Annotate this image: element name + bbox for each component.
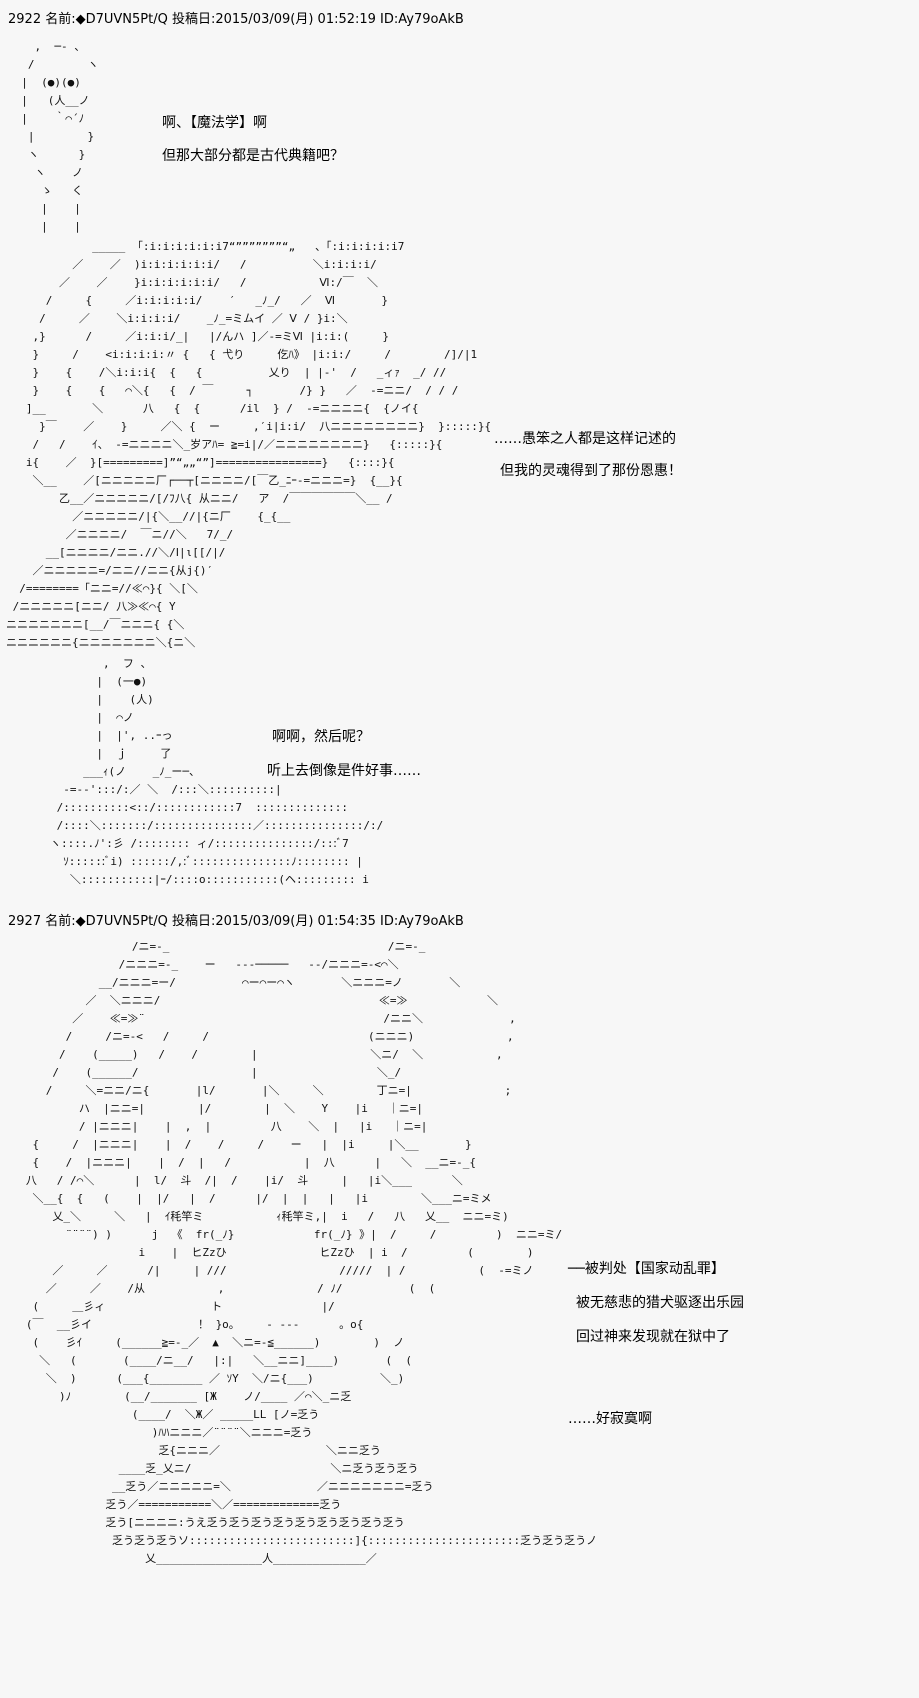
- ascii-art-yaruo-2: , フ 、 | (一●) | (人) | ⌒ノ | |', ..ｰっ | ｊ 了…: [50, 657, 384, 886]
- dialogue-line: 回过神来发现就在狱中了: [576, 1329, 730, 1345]
- dialogue-line: 啊啊，然后呢？: [272, 729, 370, 745]
- dialogue-line: 被无慈悲的猎犬驱逐出乐园: [576, 1295, 744, 1311]
- ascii-art-prisoner: /ニ=-_ /ニ=-_ /ニニニ=-_ ー ‐‐‐───── ‐‐/ニニニ=‐<…: [25, 940, 598, 1565]
- dialogue-line: 但那大部分都是古代典籍吧？: [162, 148, 344, 164]
- dialogue-line: ──被判处【国家动乱罪】: [568, 1261, 725, 1277]
- post-header-2927: 2927 名前:◆D7UVN5Pt/Q 投稿日:2015/03/09(月) 01…: [8, 914, 464, 929]
- dialogue-line: 但我的灵魂得到了那份恩惠！: [500, 463, 682, 479]
- ascii-art-yaruo-1: , ─‐ 、 / ヽ | (●)(●) | (人__ノ | ｀⌒´ﾉ | } ヽ…: [21, 40, 99, 233]
- ascii-art-wizard: _____ 「:i:i:i:i:i:i7“”””””””“„ 、「:i:i:i:…: [6, 240, 492, 649]
- post-header-2922: 2922 名前:◆D7UVN5Pt/Q 投稿日:2015/03/09(月) 01…: [8, 12, 464, 27]
- dialogue-line: ……愚笨之人都是这样记述的: [494, 431, 676, 447]
- dialogue-line: ……好寂寞啊: [568, 1411, 652, 1427]
- dialogue-line: 听上去倒像是件好事……: [267, 763, 421, 779]
- dialogue-line: 啊、【魔法学】啊: [162, 115, 267, 131]
